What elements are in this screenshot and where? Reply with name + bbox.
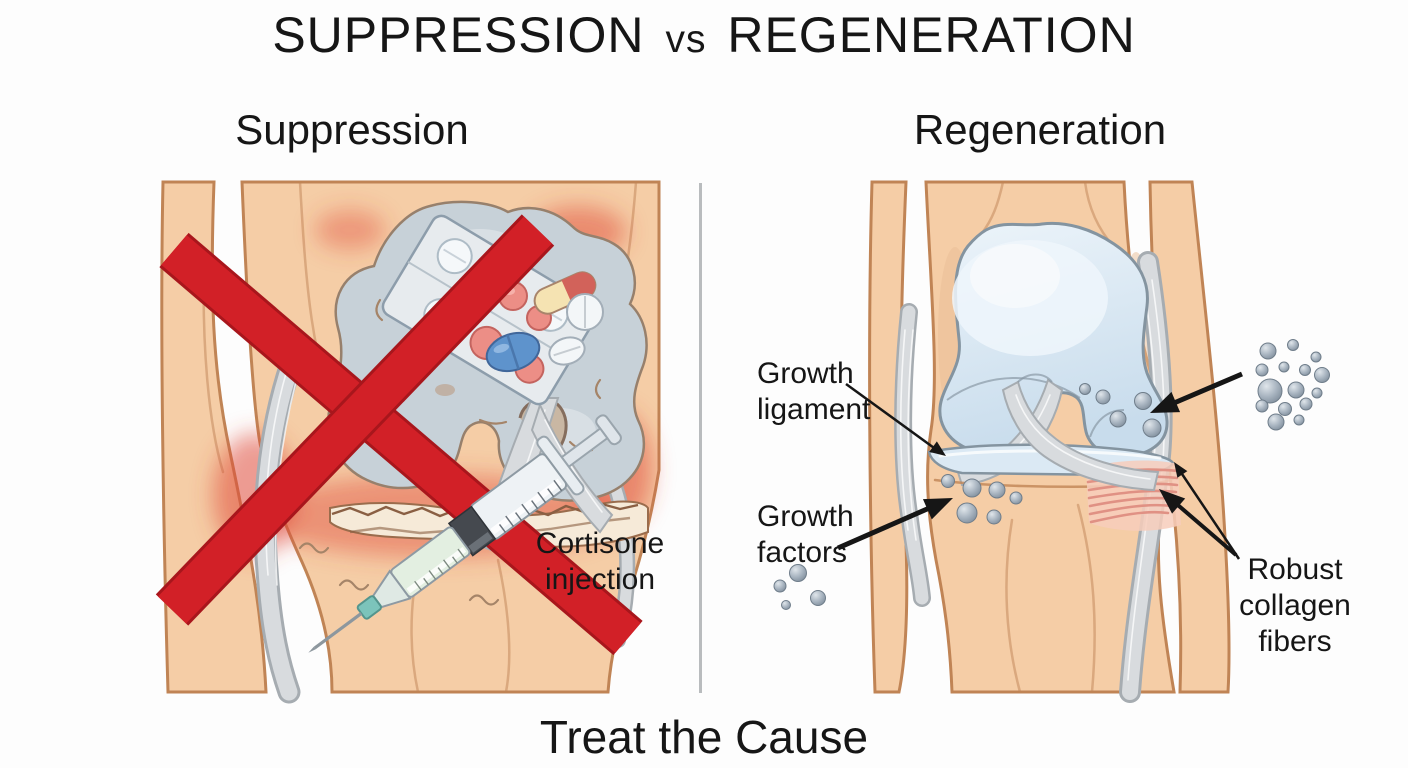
- healthy-knee-icon: [868, 180, 1231, 703]
- growth-ligament-label: Growth ligament: [757, 357, 871, 426]
- title-right: REGENERATION: [727, 7, 1136, 63]
- growth-factor-cluster: [1255, 339, 1330, 431]
- footer-caption: Treat the Cause: [539, 711, 869, 763]
- page-title: SUPPRESSION vs REGENERATION: [0, 6, 1408, 64]
- left-panel-heading: Suppression: [235, 106, 469, 153]
- regeneration-illustration: [773, 180, 1330, 703]
- panel-divider-line: [699, 183, 702, 693]
- red-prohibition-x-icon: [155, 214, 643, 656]
- annotation-arrows: [836, 371, 1243, 560]
- growth-factor-dots: [773, 339, 1330, 610]
- suppression-illustration: [155, 180, 661, 704]
- pills-icon: [485, 271, 604, 373]
- robust-collagen-fibers-label: Robust collagen fibers: [1239, 553, 1351, 658]
- growth-factors-label: Growth factors: [757, 500, 854, 569]
- cortisone-injection-label: Cortisone injection: [535, 527, 665, 596]
- title-vs: vs: [665, 18, 707, 61]
- right-panel-heading: Regeneration: [913, 106, 1167, 153]
- syringe-icon: [308, 414, 622, 653]
- title-left: SUPPRESSION: [272, 7, 645, 63]
